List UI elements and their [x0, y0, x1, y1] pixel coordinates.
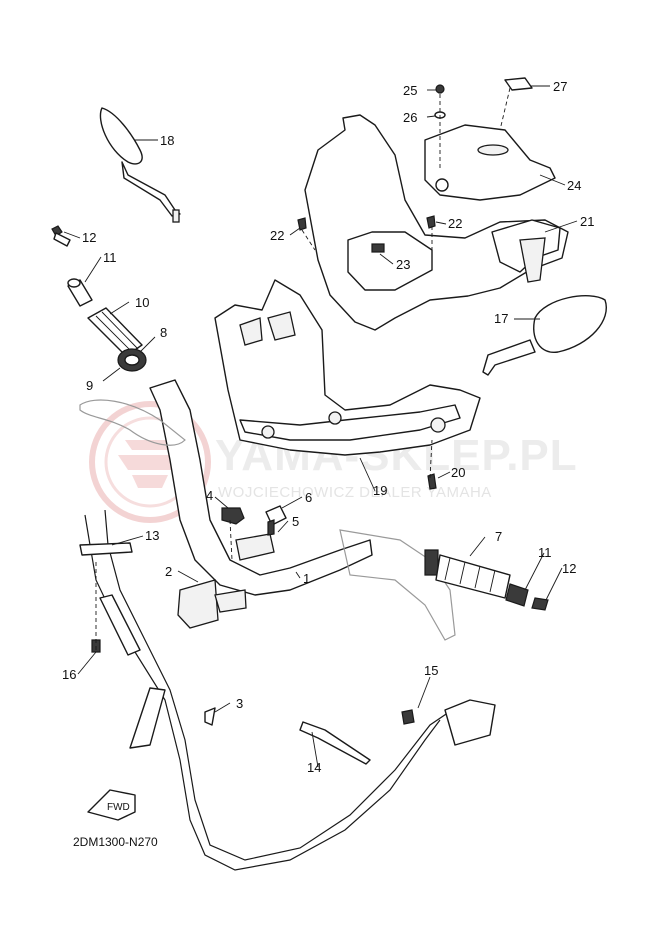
part-13-throttle-cable — [79, 509, 456, 871]
part-10-left-grip — [87, 307, 143, 357]
callout-14: 14 — [307, 760, 321, 775]
callout-13: 13 — [145, 528, 159, 543]
callout-22-right: 22 — [448, 216, 462, 231]
part-14-cable-tie — [299, 721, 371, 765]
callout-11-right: 11 — [538, 545, 552, 560]
part-4-nut — [221, 507, 245, 525]
part-11-right-weight — [505, 583, 529, 607]
callout-2: 2 — [165, 564, 172, 579]
watermark-subtitle: WOJCIECHOWICZ DEALER YAMAHA — [218, 484, 492, 501]
callout-16: 16 — [62, 667, 76, 682]
callout-5: 5 — [292, 514, 299, 529]
callout-1: 1 — [303, 571, 310, 586]
part-5-upper-holder — [235, 533, 275, 561]
callout-17: 17 — [494, 311, 508, 326]
callout-25: 25 — [403, 83, 417, 98]
part-2-lower-holder — [177, 579, 247, 629]
callout-11-left: 11 — [103, 250, 117, 265]
part-25-26-27-fasteners — [434, 77, 533, 119]
fwd-direction-arrow: FWD — [87, 789, 136, 821]
part-20-screw — [427, 473, 437, 490]
part-8-9-grip-end — [117, 348, 147, 372]
callout-labels: 1 2 3 4 5 6 7 8 9 10 11 11 12 12 13 14 1… — [62, 79, 594, 775]
callout-3: 3 — [236, 696, 243, 711]
callout-15: 15 — [424, 663, 438, 678]
part-23-nut — [371, 243, 385, 253]
part-12-right-screw — [531, 597, 549, 611]
part-1-handlebar — [79, 379, 456, 641]
callout-4: 4 — [206, 488, 213, 503]
callout-27: 27 — [553, 79, 567, 94]
callout-8: 8 — [160, 325, 167, 340]
callout-7: 7 — [495, 529, 502, 544]
part-17-right-mirror — [482, 294, 607, 376]
part-7-throttle-grip — [424, 549, 511, 599]
callout-22-left: 22 — [270, 228, 284, 243]
part-18-left-mirror — [99, 107, 181, 223]
callout-6: 6 — [305, 490, 312, 505]
part-6-bolt — [265, 505, 287, 536]
part-12-left-screw — [51, 225, 71, 247]
part-22-screws — [297, 215, 436, 231]
part-15-screw — [401, 699, 496, 746]
callout-10: 10 — [135, 295, 149, 310]
part-3-band — [204, 707, 216, 726]
callout-18: 18 — [160, 133, 174, 148]
callout-24: 24 — [567, 178, 581, 193]
watermark-logo — [89, 401, 211, 523]
callout-20: 20 — [451, 465, 465, 480]
callout-12-left: 12 — [82, 230, 96, 245]
callout-26: 26 — [403, 110, 417, 125]
callout-23: 23 — [396, 257, 410, 272]
callout-19: 19 — [373, 483, 387, 498]
assembly-lines — [95, 87, 511, 650]
leader-lines — [63, 85, 578, 768]
diagram-reference-code: 2DM1300-N270 — [73, 835, 158, 849]
callout-9: 9 — [86, 378, 93, 393]
fwd-label: FWD — [107, 802, 130, 813]
part-21-handlebar-cover-upper — [304, 114, 569, 331]
callout-21: 21 — [580, 214, 594, 229]
callout-12-right: 12 — [562, 561, 576, 576]
part-19-handlebar-cover-lower — [214, 279, 481, 456]
part-24-center-cover — [424, 124, 556, 201]
part-11-left-weight — [67, 278, 93, 307]
